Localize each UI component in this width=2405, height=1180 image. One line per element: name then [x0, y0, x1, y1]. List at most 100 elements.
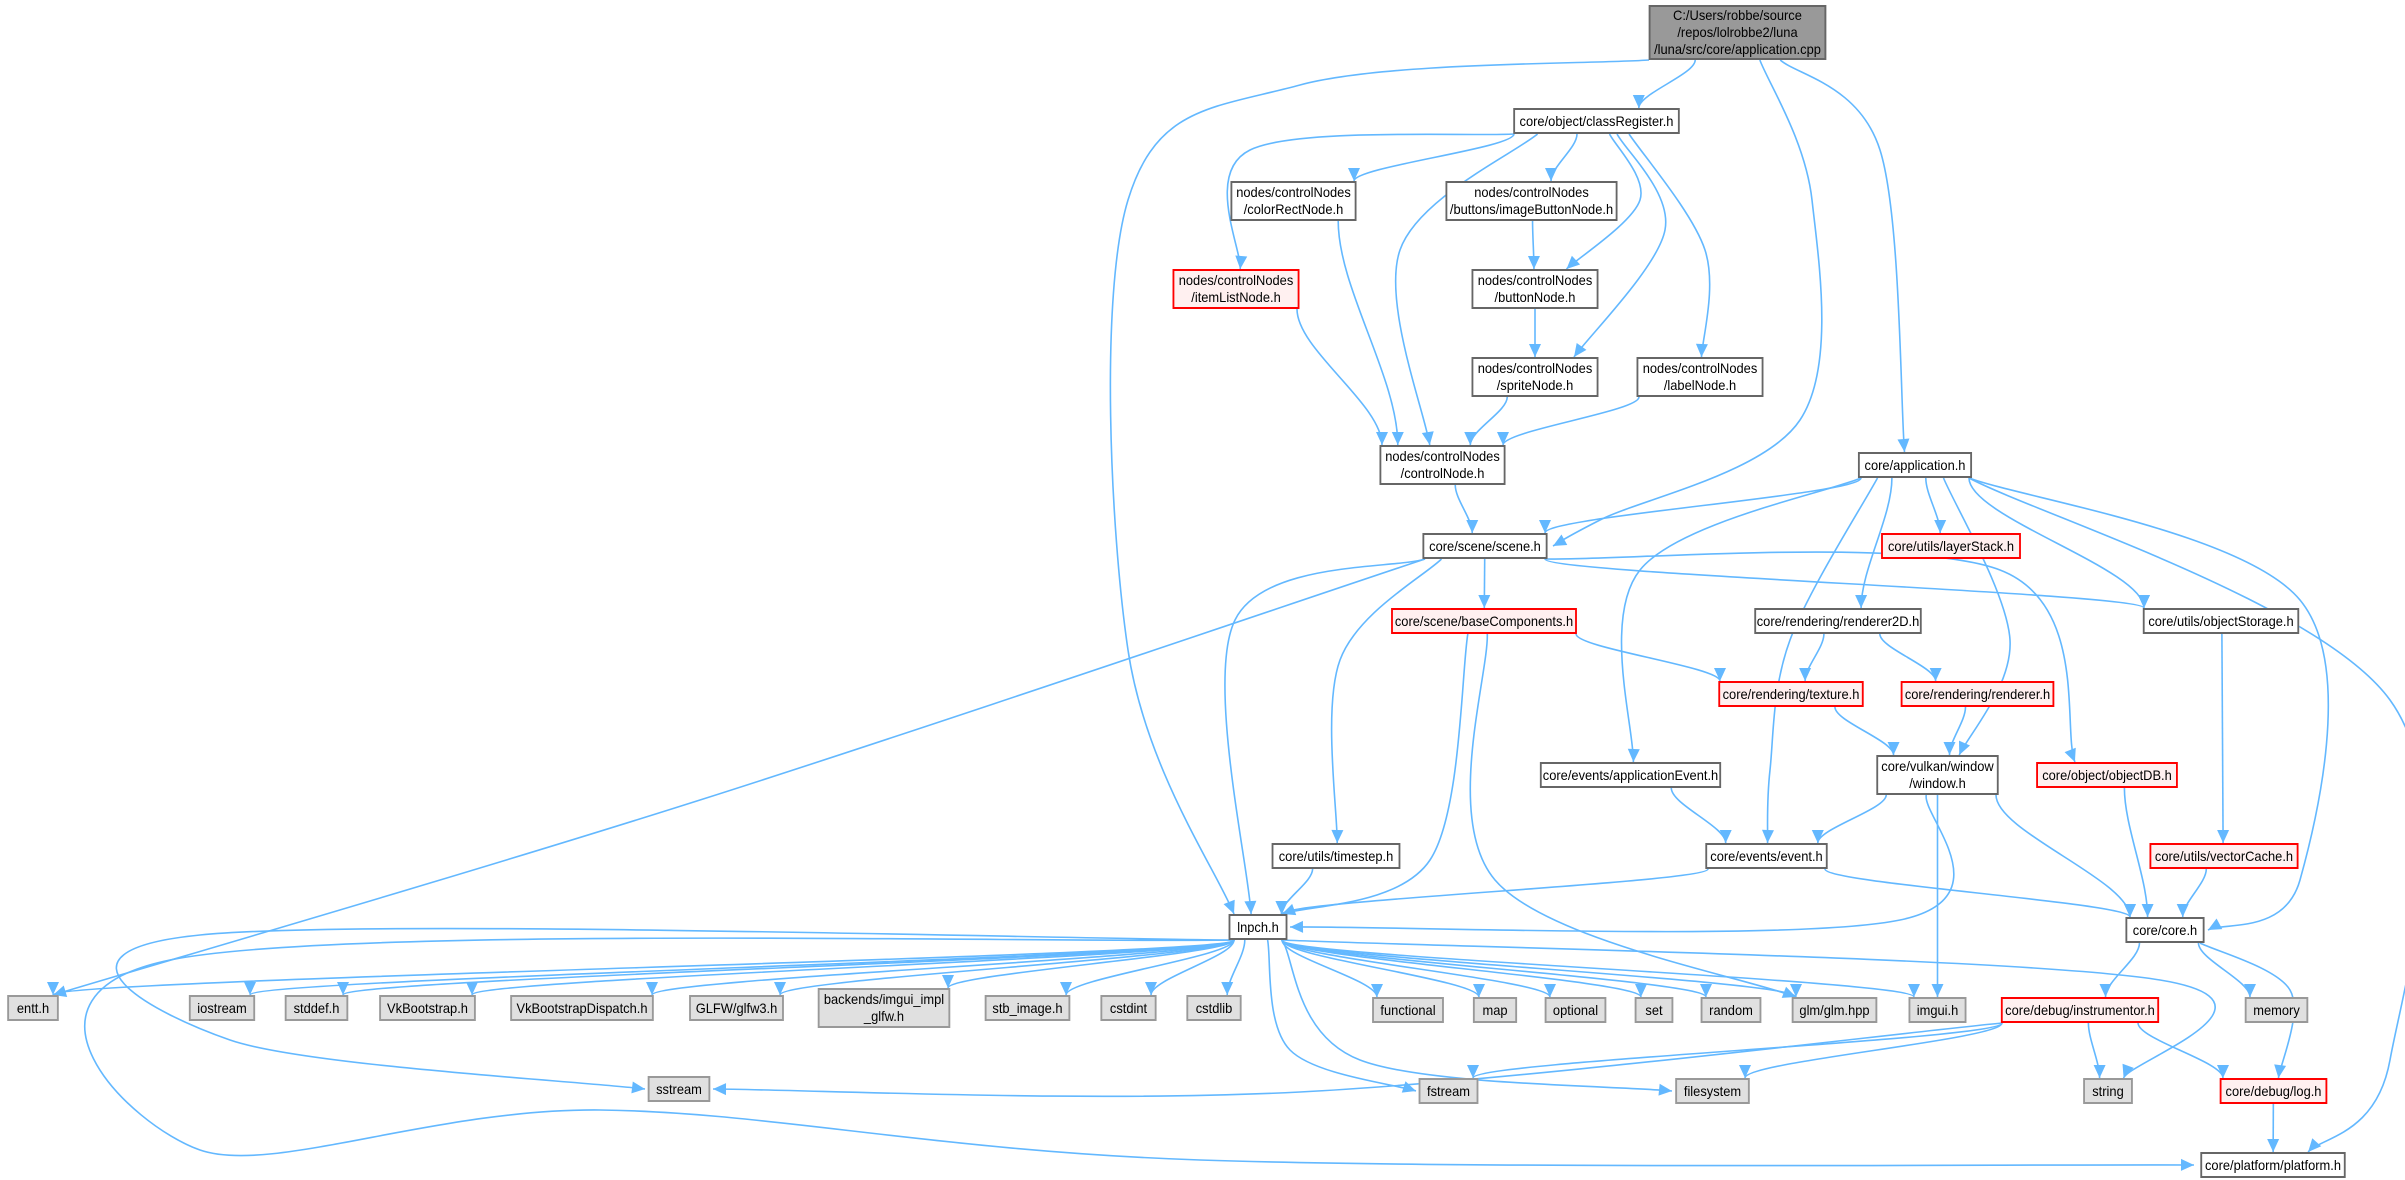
graph-node-entt[interactable]: entt.h — [7, 995, 59, 1021]
edge-scene-to-entt — [52, 558, 1426, 996]
graph-node-layer-stack[interactable]: core/utils/layerStack.h — [1881, 533, 2021, 559]
graph-node-optional[interactable]: optional — [1544, 997, 1607, 1023]
edge-root-to-classRegister — [1638, 59, 1696, 109]
arrowhead-icon — [2267, 1139, 2280, 1152]
graph-node-renderer[interactable]: core/rendering/renderer.h — [1900, 681, 2055, 707]
node-label: VkBootstrapDispatch.h — [516, 999, 648, 1016]
graph-node-stddef[interactable]: stddef.h — [284, 995, 349, 1021]
edge-objectDB-to-core — [2123, 787, 2149, 918]
graph-node-button[interactable]: nodes/controlNodes /buttonNode.h — [1471, 269, 1599, 309]
graph-node-set[interactable]: set — [1634, 997, 1674, 1023]
graph-node-application-event[interactable]: core/events/applicationEvent.h — [1539, 762, 1722, 788]
graph-node-memory[interactable]: memory — [2244, 997, 2309, 1023]
arrowhead-icon — [1371, 984, 1383, 997]
arrowhead-icon — [2274, 1064, 2287, 1078]
arrowhead-icon — [1790, 984, 1802, 997]
graph-node-sstream[interactable]: sstream — [647, 1076, 711, 1102]
arrowhead-icon — [2093, 1065, 2106, 1078]
graph-node-glfw[interactable]: GLFW/glfw3.h — [689, 995, 784, 1021]
arrowhead-icon — [1929, 668, 1942, 681]
graph-node-string[interactable]: string — [2083, 1078, 2133, 1104]
arrowhead-icon — [1529, 344, 1541, 357]
node-label: core/rendering/renderer.h — [1904, 685, 2051, 702]
edge-root-to-application — [1779, 59, 1906, 453]
arrowhead-icon — [1574, 342, 1587, 357]
node-label: nodes/controlNodes /itemListNode.h — [1178, 272, 1294, 305]
graph-node-scene[interactable]: core/scene/scene.h — [1422, 533, 1548, 559]
graph-node-map[interactable]: map — [1472, 997, 1518, 1023]
graph-node-fstream[interactable]: fstream — [1418, 1078, 1479, 1104]
graph-node-color-rect[interactable]: nodes/controlNodes /colorRectNode.h — [1230, 181, 1357, 221]
graph-node-vkbootstrap[interactable]: VkBootstrap.h — [379, 995, 476, 1021]
edge-classRegister-to-sprite — [1573, 133, 1667, 358]
edge-objectStorage-to-vectorCache — [2221, 633, 2224, 844]
arrowhead-icon — [631, 1081, 645, 1094]
graph-node-functional[interactable]: functional — [1372, 997, 1444, 1023]
graph-node-vector-cache[interactable]: core/utils/vectorCache.h — [2149, 843, 2299, 869]
edge-lnpch-to-string — [1281, 939, 2216, 1079]
graph-node-vkdispatch[interactable]: VkBootstrapDispatch.h — [510, 995, 654, 1021]
graph-node-image-button[interactable]: nodes/controlNodes /buttons/imageButtonN… — [1445, 181, 1618, 221]
node-label: nodes/controlNodes /controlNode.h — [1385, 448, 1500, 481]
edge-event-to-lnpch — [1281, 868, 1709, 915]
graph-node-event[interactable]: core/events/event.h — [1705, 843, 1828, 869]
node-label: entt.h — [16, 999, 50, 1016]
node-label: nodes/controlNodes /colorRectNode.h — [1236, 184, 1351, 217]
graph-node-backends[interactable]: backends/imgui_impl _glfw.h — [817, 988, 951, 1028]
node-label: core/events/applicationEvent.h — [1542, 766, 1719, 783]
arrowhead-icon — [1545, 168, 1557, 181]
graph-node-item-list[interactable]: nodes/controlNodes /itemListNode.h — [1172, 269, 1300, 309]
graph-node-cstdlib[interactable]: cstdlib — [1186, 995, 1242, 1021]
graph-node-control-node[interactable]: nodes/controlNodes /controlNode.h — [1379, 445, 1506, 485]
graph-node-timestep[interactable]: core/utils/timestep.h — [1271, 843, 1401, 869]
edge-application-to-platform — [1968, 477, 2405, 1153]
graph-node-sprite[interactable]: nodes/controlNodes /spriteNode.h — [1471, 357, 1599, 397]
graph-node-application[interactable]: core/application.h — [1857, 452, 1973, 478]
arrowhead-icon — [1223, 899, 1235, 914]
arrowhead-icon — [466, 982, 478, 995]
graph-node-imgui[interactable]: imgui.h — [1908, 997, 1967, 1023]
arrowhead-icon — [1060, 982, 1072, 995]
graph-node-instrumentor[interactable]: core/debug/instrumentor.h — [2000, 997, 2160, 1023]
graph-node-log[interactable]: core/debug/log.h — [2219, 1078, 2328, 1104]
arrowhead-icon — [1943, 742, 1956, 755]
graph-node-texture[interactable]: core/rendering/texture.h — [1718, 681, 1864, 707]
node-label: core/scene/scene.h — [1429, 537, 1541, 554]
graph-node-label-node[interactable]: nodes/controlNodes /labelNode.h — [1636, 357, 1764, 397]
edge-classRegister-to-imageButton — [1550, 133, 1578, 182]
graph-node-filesystem[interactable]: filesystem — [1675, 1078, 1750, 1104]
edge-classRegister-to-controlNode — [1394, 133, 1539, 446]
graph-node-base-components[interactable]: core/scene/baseComponents.h — [1391, 608, 1577, 634]
graph-node-core[interactable]: core/core.h — [2125, 917, 2205, 943]
graph-node-platform[interactable]: core/platform/platform.h — [2200, 1152, 2346, 1178]
edge-renderer2D-to-renderer — [1879, 633, 1937, 682]
graph-node-iostream[interactable]: iostream — [188, 995, 256, 1021]
node-label: core/vulkan/window /window.h — [1881, 758, 1994, 791]
arrowhead-icon — [1235, 255, 1248, 269]
graph-node-object-d-b[interactable]: core/object/objectDB.h — [2036, 762, 2178, 788]
edge-core-to-log — [2199, 942, 2295, 1079]
arrowhead-icon — [1811, 830, 1824, 843]
graph-node-renderer2-d[interactable]: core/rendering/renderer2D.h — [1754, 608, 1922, 634]
graph-node-random[interactable]: random — [1700, 997, 1762, 1023]
arrowhead-icon — [774, 982, 786, 995]
graph-node-window[interactable]: core/vulkan/window /window.h — [1876, 755, 1999, 795]
graph-node-object-storage[interactable]: core/utils/objectStorage.h — [2142, 608, 2300, 634]
graph-node-root[interactable]: C:/Users/robbe/source /repos/lolrobbe2/l… — [1648, 5, 1827, 60]
graph-node-glm[interactable]: glm/glm.hpp — [1791, 997, 1878, 1023]
graph-node-stb[interactable]: stb_image.h — [984, 995, 1071, 1021]
arrowhead-icon — [1635, 984, 1647, 997]
graph-node-cstdint[interactable]: cstdint — [1100, 995, 1157, 1021]
edge-lnpch-to-glfw — [779, 939, 1235, 996]
edge-lnpch-to-stddef — [342, 939, 1235, 996]
arrowhead-icon — [1855, 595, 1868, 608]
node-label: core/platform/platform.h — [2204, 1156, 2342, 1173]
graph-node-class-register[interactable]: core/object/classRegister.h — [1513, 108, 1680, 134]
edge-lnpch-to-random — [1281, 939, 1707, 998]
edge-instrumentor-to-fstream — [1472, 1022, 2003, 1079]
graph-node-lnpch[interactable]: lnpch.h — [1228, 914, 1288, 940]
edge-baseComponents-to-lnpch — [1281, 633, 1469, 915]
arrowhead-icon — [2138, 595, 2150, 608]
node-label: core/object/classRegister.h — [1519, 112, 1674, 129]
